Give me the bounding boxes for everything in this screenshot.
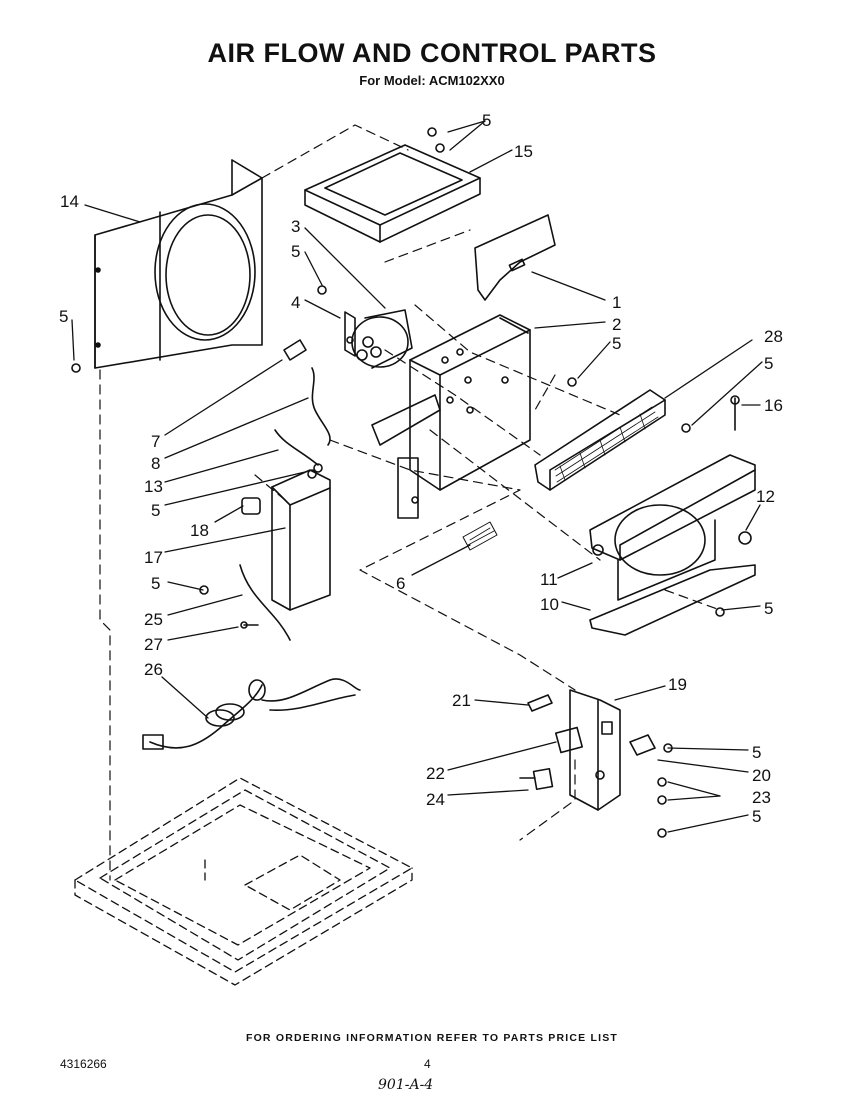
part-1-access-plate — [474, 214, 556, 301]
callout-5: 5 — [612, 334, 621, 353]
callout-labels: 5 15 14 3 5 4 5 1 2 5 28 5 16 7 8 13 5 1… — [59, 111, 783, 826]
callout-18: 18 — [190, 521, 209, 540]
part-14-fan-shroud — [94, 159, 263, 369]
callout-5: 5 — [764, 354, 773, 373]
callout-1: 1 — [612, 293, 621, 312]
callout-4: 4 — [291, 293, 300, 312]
document-part-number: 4316266 — [60, 1057, 107, 1071]
callout-2: 2 — [612, 315, 621, 334]
part-2-control-box — [371, 314, 531, 519]
part-21-clip — [527, 694, 553, 712]
part-25-wire — [239, 564, 291, 641]
callout-22: 22 — [426, 764, 445, 783]
part-27-screw — [240, 621, 259, 629]
part-20-connector — [629, 734, 656, 756]
callout-5: 5 — [752, 807, 761, 826]
callout-26: 26 — [144, 660, 163, 679]
part-24-switch — [519, 767, 554, 791]
callout-28: 28 — [764, 327, 783, 346]
callout-5: 5 — [151, 574, 160, 593]
callout-16: 16 — [764, 396, 783, 415]
page-number: 4 — [424, 1057, 431, 1071]
callout-8: 8 — [151, 454, 160, 473]
callout-5: 5 — [151, 501, 160, 520]
part-13-lead — [274, 429, 323, 473]
part-19-switch-plate — [569, 689, 621, 811]
callout-20: 20 — [752, 766, 771, 785]
callout-25: 25 — [144, 610, 163, 629]
callout-21: 21 — [452, 691, 471, 710]
diagram-title: AIR FLOW AND CONTROL PARTS — [207, 38, 657, 68]
callout-6: 6 — [396, 574, 405, 593]
callout-5: 5 — [482, 111, 491, 130]
callout-23: 23 — [752, 788, 771, 807]
callout-27: 27 — [144, 635, 163, 654]
part-16-screw — [730, 395, 740, 431]
part-12-nut — [738, 531, 752, 545]
callout-5: 5 — [59, 307, 68, 326]
part-26-power-cord — [142, 678, 361, 750]
callout-5: 5 — [291, 242, 300, 261]
part-22-switch — [554, 726, 584, 754]
part-7-wire-clip — [283, 339, 307, 361]
callout-12: 12 — [756, 487, 775, 506]
callout-17: 17 — [144, 548, 163, 567]
handwritten-note: 901-A-4 — [378, 1077, 434, 1093]
callout-10: 10 — [540, 595, 559, 614]
part-28-filter-grille — [534, 389, 666, 491]
screws — [71, 127, 725, 838]
callout-5: 5 — [752, 743, 761, 762]
callout-7: 7 — [151, 432, 160, 451]
part-4-capacitor-bracket — [344, 311, 356, 357]
part-10-motor-mount — [589, 454, 756, 636]
part-18-knob — [241, 497, 261, 515]
callout-5: 5 — [764, 599, 773, 618]
part-15-top-cover — [304, 144, 481, 243]
model-subtitle: For Model: ACM102XX0 — [359, 73, 505, 88]
callout-14: 14 — [60, 192, 79, 211]
callout-3: 3 — [291, 217, 300, 236]
callout-15: 15 — [514, 142, 533, 161]
callout-19: 19 — [668, 675, 687, 694]
callout-11: 11 — [540, 570, 558, 589]
leader-lines — [71, 120, 763, 833]
alignment-lines — [99, 124, 721, 881]
part-3-capacitor — [351, 309, 413, 369]
part-8-harness — [311, 367, 331, 446]
callout-13: 13 — [144, 477, 163, 496]
callout-24: 24 — [426, 790, 445, 809]
part-17-control-panel — [271, 469, 331, 611]
base-pan — [74, 777, 413, 986]
ordering-note: FOR ORDERING INFORMATION REFER TO PARTS … — [245, 1032, 619, 1044]
